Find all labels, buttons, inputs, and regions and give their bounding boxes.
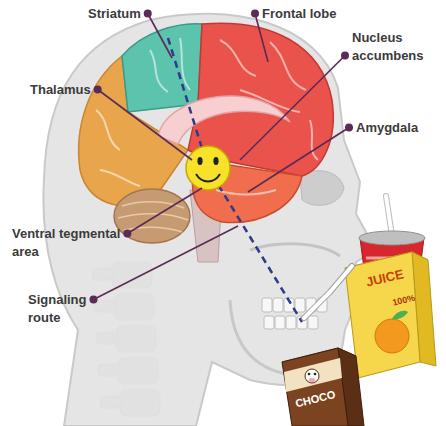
straw [304,266,352,318]
juice-box [345,252,436,378]
straw-inner [304,266,352,318]
leader-dot [144,10,152,18]
motor-region [122,24,202,112]
leader-dot [94,86,102,94]
region-label-box: Amygdala [356,118,418,136]
leader-dot [123,230,131,238]
smiley-face [186,146,230,190]
region-label-box: Striatum [88,4,141,22]
cheekbone [250,244,340,256]
region-label: Frontal lobe [262,6,336,21]
leader-dot [345,124,353,132]
region-label: Thalamus [30,82,91,97]
leader-line [148,14,172,59]
signaling-route [168,38,302,322]
region-label: Nucleus accumbens [352,30,424,63]
leader-line [248,128,349,193]
leader-line [127,188,202,234]
region-label-box: Ventral tegmental area [12,224,124,260]
route-label: Signaling route [28,292,87,325]
eye-socket [300,171,344,206]
route-label-box: Signaling route [28,290,108,326]
choco-milk-box [282,348,364,426]
leader-line [98,90,192,161]
region-label: Ventral tegmental area [12,226,120,259]
region-label-box: Nucleus accumbens [352,28,440,64]
region-label-box: Thalamus [30,80,91,98]
leader-dot [341,52,349,60]
package-text: 100% [391,293,416,308]
region-label: Striatum [88,6,141,21]
region-label-box: Frontal lobe [262,4,336,22]
region-label: Amygdala [356,120,418,135]
leader-line [240,56,345,161]
cerebellum-folds [118,202,188,232]
leader-dot [251,10,259,18]
cerebellum [114,189,190,243]
leader-dot [90,296,98,304]
head-outline [43,14,376,426]
